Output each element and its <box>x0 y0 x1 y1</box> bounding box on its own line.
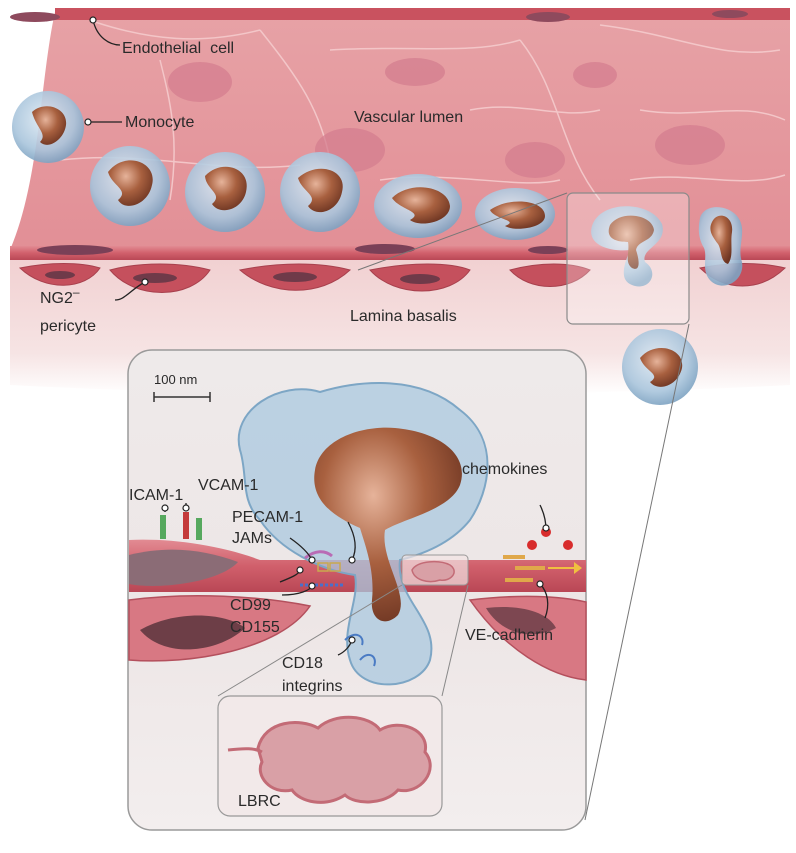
lbrc-inset <box>217 695 443 817</box>
label-icam1: ICAM-1 <box>129 487 183 504</box>
label-chemokines: chemokines <box>462 461 547 478</box>
monocyte-cell <box>374 174 462 238</box>
inset-panel <box>127 349 587 831</box>
monocyte-cell <box>622 329 698 405</box>
pericyte-nuclei <box>45 271 440 284</box>
chemokine-dots <box>527 527 573 550</box>
label-endothelial-cell: Endothelial cell <box>122 40 234 57</box>
bottom-wall-nuclei <box>37 244 568 255</box>
label-lamina-basalis: Lamina basalis <box>350 308 457 325</box>
label-pecam1: PECAM-1 <box>232 509 303 526</box>
integrin-molecules <box>344 633 376 667</box>
signal-arrow <box>548 562 582 574</box>
label-cd18: CD18 <box>282 655 323 672</box>
endothelial-nuclei <box>168 58 725 178</box>
label-integrins: integrins <box>282 678 342 695</box>
monocyte-transmigrating <box>591 206 663 287</box>
monocyte-transmigrating <box>698 207 743 286</box>
monocytes <box>12 91 743 405</box>
top-vessel-wall <box>55 8 790 20</box>
junction-molecules <box>300 550 345 587</box>
label-ng2-sup: – <box>73 285 80 299</box>
leader-lines <box>84 16 550 656</box>
label-scale-bar: 100 nm <box>154 372 197 387</box>
monocyte-cell <box>280 152 360 232</box>
zoom-connector-left <box>357 192 568 271</box>
label-monocyte: Monocyte <box>125 114 194 131</box>
label-ng2-pericyte: NG2– <box>40 285 80 307</box>
label-vcam1: VCAM-1 <box>198 477 259 494</box>
label-ng2: NG2 <box>40 290 73 307</box>
top-wall-nuclei <box>10 10 748 22</box>
zoom-connector-right <box>584 323 690 821</box>
label-jams: JAMs <box>232 530 272 547</box>
icam-vcam-molecules <box>160 512 202 540</box>
label-cd155: CD155 <box>230 619 280 636</box>
label-cd99: CD99 <box>230 597 271 614</box>
label-ve-cadherin: VE-cadherin <box>465 627 553 644</box>
monocyte-cell <box>90 146 170 226</box>
label-pericyte: pericyte <box>40 318 96 335</box>
monocyte-cell <box>185 152 265 232</box>
monocyte-cell <box>475 188 555 240</box>
ve-cadherin-bars <box>503 555 545 582</box>
label-vascular-lumen: Vascular lumen <box>354 109 463 126</box>
label-lbrc: LBRC <box>238 793 281 810</box>
monocyte-cell <box>12 91 84 163</box>
zoom-highlight-box <box>566 192 690 325</box>
